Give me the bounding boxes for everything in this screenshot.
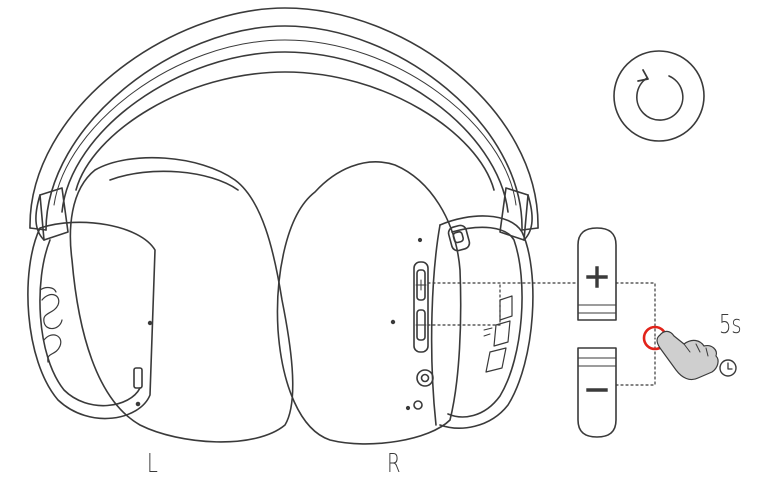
left-earcup xyxy=(27,221,156,420)
hand-press-icon xyxy=(656,330,719,381)
refresh-icon xyxy=(613,50,705,142)
plus-icon xyxy=(586,266,608,288)
left-side-label: L xyxy=(147,449,158,479)
left-ear-cushion xyxy=(69,156,294,443)
headband xyxy=(29,7,539,231)
left-yoke xyxy=(35,187,69,241)
minus-button-callout xyxy=(577,347,617,438)
right-side-label: R xyxy=(387,449,401,479)
clock-icon xyxy=(719,359,737,377)
right-control-panel xyxy=(405,224,471,426)
hold-duration-label: 5s xyxy=(719,310,742,340)
right-earcup xyxy=(439,215,534,429)
plus-button-callout xyxy=(577,227,617,321)
right-ear-cushion xyxy=(276,161,462,445)
right-yoke xyxy=(499,187,533,241)
callout-connectors xyxy=(427,282,656,386)
